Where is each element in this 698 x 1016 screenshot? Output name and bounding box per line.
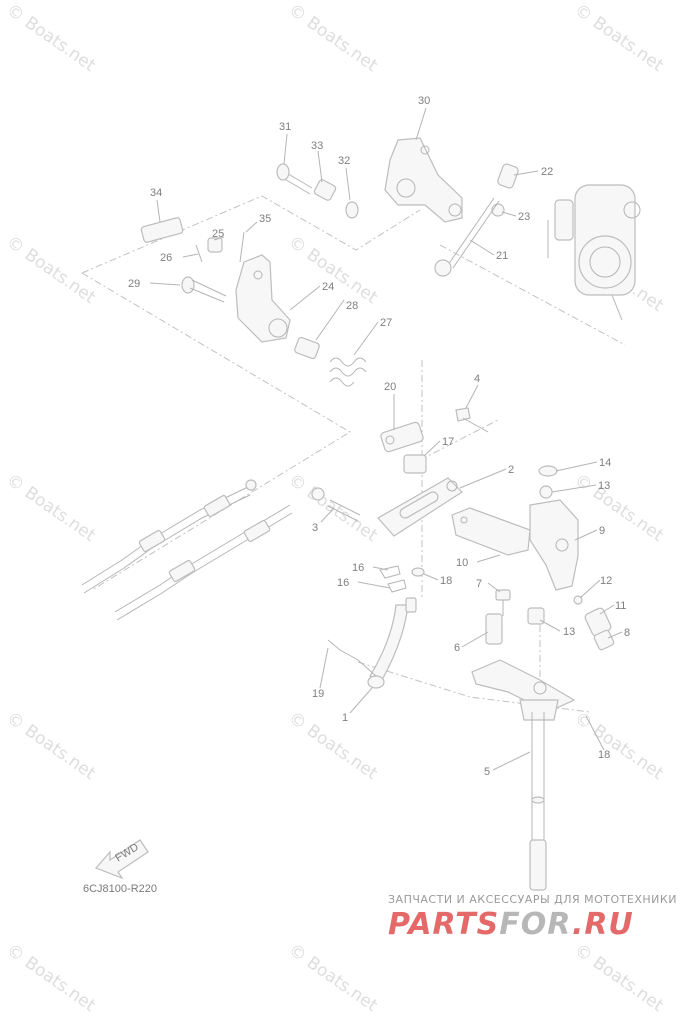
callout-16-upper: 16: [352, 562, 364, 574]
collar-part-33: [313, 179, 337, 201]
bolt-part-3: [311, 487, 361, 522]
collar-part-17: [403, 454, 427, 474]
callout-18-upper: 18: [440, 575, 452, 587]
clip-part-16: [379, 565, 407, 593]
callout-24: 24: [322, 281, 334, 293]
shift-shaft-part-5: [529, 712, 547, 891]
washer-part-14: [538, 465, 558, 477]
callout-18-lower: 18: [598, 749, 610, 761]
callout-labels: 30 31 33 32 22 23 21 34 35 25 26 29 24 2…: [128, 95, 630, 778]
callout-5: 5: [484, 766, 490, 778]
callout-9: 9: [599, 525, 605, 537]
callout-6: 6: [454, 642, 460, 654]
fwd-arrow-icon: FWD: [94, 839, 149, 880]
segment-lever-part-1: [367, 597, 417, 689]
logo-part-parts: PARTS: [388, 907, 500, 942]
nut-part-23: [491, 203, 505, 217]
pin-part-26: [195, 244, 203, 263]
part-drawings: FWD: [81, 137, 641, 891]
rod-part-21: [434, 197, 500, 277]
callout-31: 31: [279, 121, 291, 133]
bolt-part-4: [455, 407, 489, 433]
ball-joint-part-22: [497, 163, 519, 189]
bolt-part-31: [276, 163, 313, 195]
diagram-code: 6CJ8100-R220: [83, 883, 157, 895]
callout-30: 30: [418, 95, 430, 107]
lever-part-30: [384, 137, 463, 223]
control-cables: [81, 479, 293, 621]
lever-part-24: [235, 254, 291, 343]
rod-part-19: [327, 639, 377, 677]
bracket-part-6: [485, 613, 503, 645]
callout-2: 2: [508, 464, 514, 476]
spring-part-27: [329, 357, 367, 387]
callout-23: 23: [518, 211, 530, 223]
washer-part-32: [345, 201, 359, 219]
leader-lines: [149, 107, 623, 771]
washer-part-18: [411, 567, 425, 577]
callout-22: 22: [541, 166, 553, 178]
callout-33: 33: [311, 140, 323, 152]
plate-part-10: [451, 507, 531, 556]
nut-part-13-lower: [527, 607, 545, 625]
callout-13-upper: 13: [598, 480, 610, 492]
callout-1: 1: [342, 712, 348, 724]
throttle-body-part: [547, 184, 641, 321]
callout-21: 21: [496, 250, 508, 262]
callout-12: 12: [600, 575, 612, 587]
callout-26: 26: [160, 252, 172, 264]
callout-28: 28: [346, 300, 358, 312]
callout-35: 35: [259, 213, 271, 225]
callout-3: 3: [312, 522, 318, 534]
callout-7: 7: [476, 578, 482, 590]
logo-part-for: FOR: [499, 907, 572, 942]
bolt-part-29: [181, 276, 227, 303]
assembly-guide-lines: [81, 195, 626, 713]
bracket-part-34: [140, 217, 184, 243]
bolt-part-7: [495, 589, 511, 616]
callout-27: 27: [380, 317, 392, 329]
callout-16-lower: 16: [337, 577, 349, 589]
lever-part-2: [377, 477, 463, 537]
callout-34: 34: [150, 187, 162, 199]
joint-part-20: [380, 421, 424, 453]
callout-29: 29: [128, 278, 140, 290]
callout-32: 32: [338, 155, 350, 167]
callout-17: 17: [442, 436, 454, 448]
footer-tagline: ЗАПЧАСТИ И АКСЕССУАРЫ ДЛЯ МОТОТЕХНИКИ: [388, 893, 677, 906]
callout-20: 20: [384, 381, 396, 393]
callout-4: 4: [474, 373, 480, 385]
collar-part-28: [294, 336, 320, 360]
callout-10: 10: [456, 557, 468, 569]
shift-lever-assembly: [471, 659, 576, 721]
nut-part-13-upper: [539, 485, 553, 499]
callout-11: 11: [615, 600, 626, 612]
exploded-parts-diagram: FWD: [81, 95, 641, 891]
collar-part-25: [207, 237, 223, 253]
pin-part-35: [239, 231, 245, 263]
callout-25: 25: [212, 228, 224, 240]
partsfor-logo[interactable]: PARTSFOR.RU: [388, 907, 634, 942]
callout-19: 19: [312, 688, 324, 700]
callout-13-lower: 13: [563, 626, 575, 638]
logo-part-ru: .RU: [571, 907, 634, 942]
callout-8: 8: [624, 627, 630, 639]
callout-14: 14: [599, 457, 611, 469]
bracket-part-9: [529, 499, 579, 591]
